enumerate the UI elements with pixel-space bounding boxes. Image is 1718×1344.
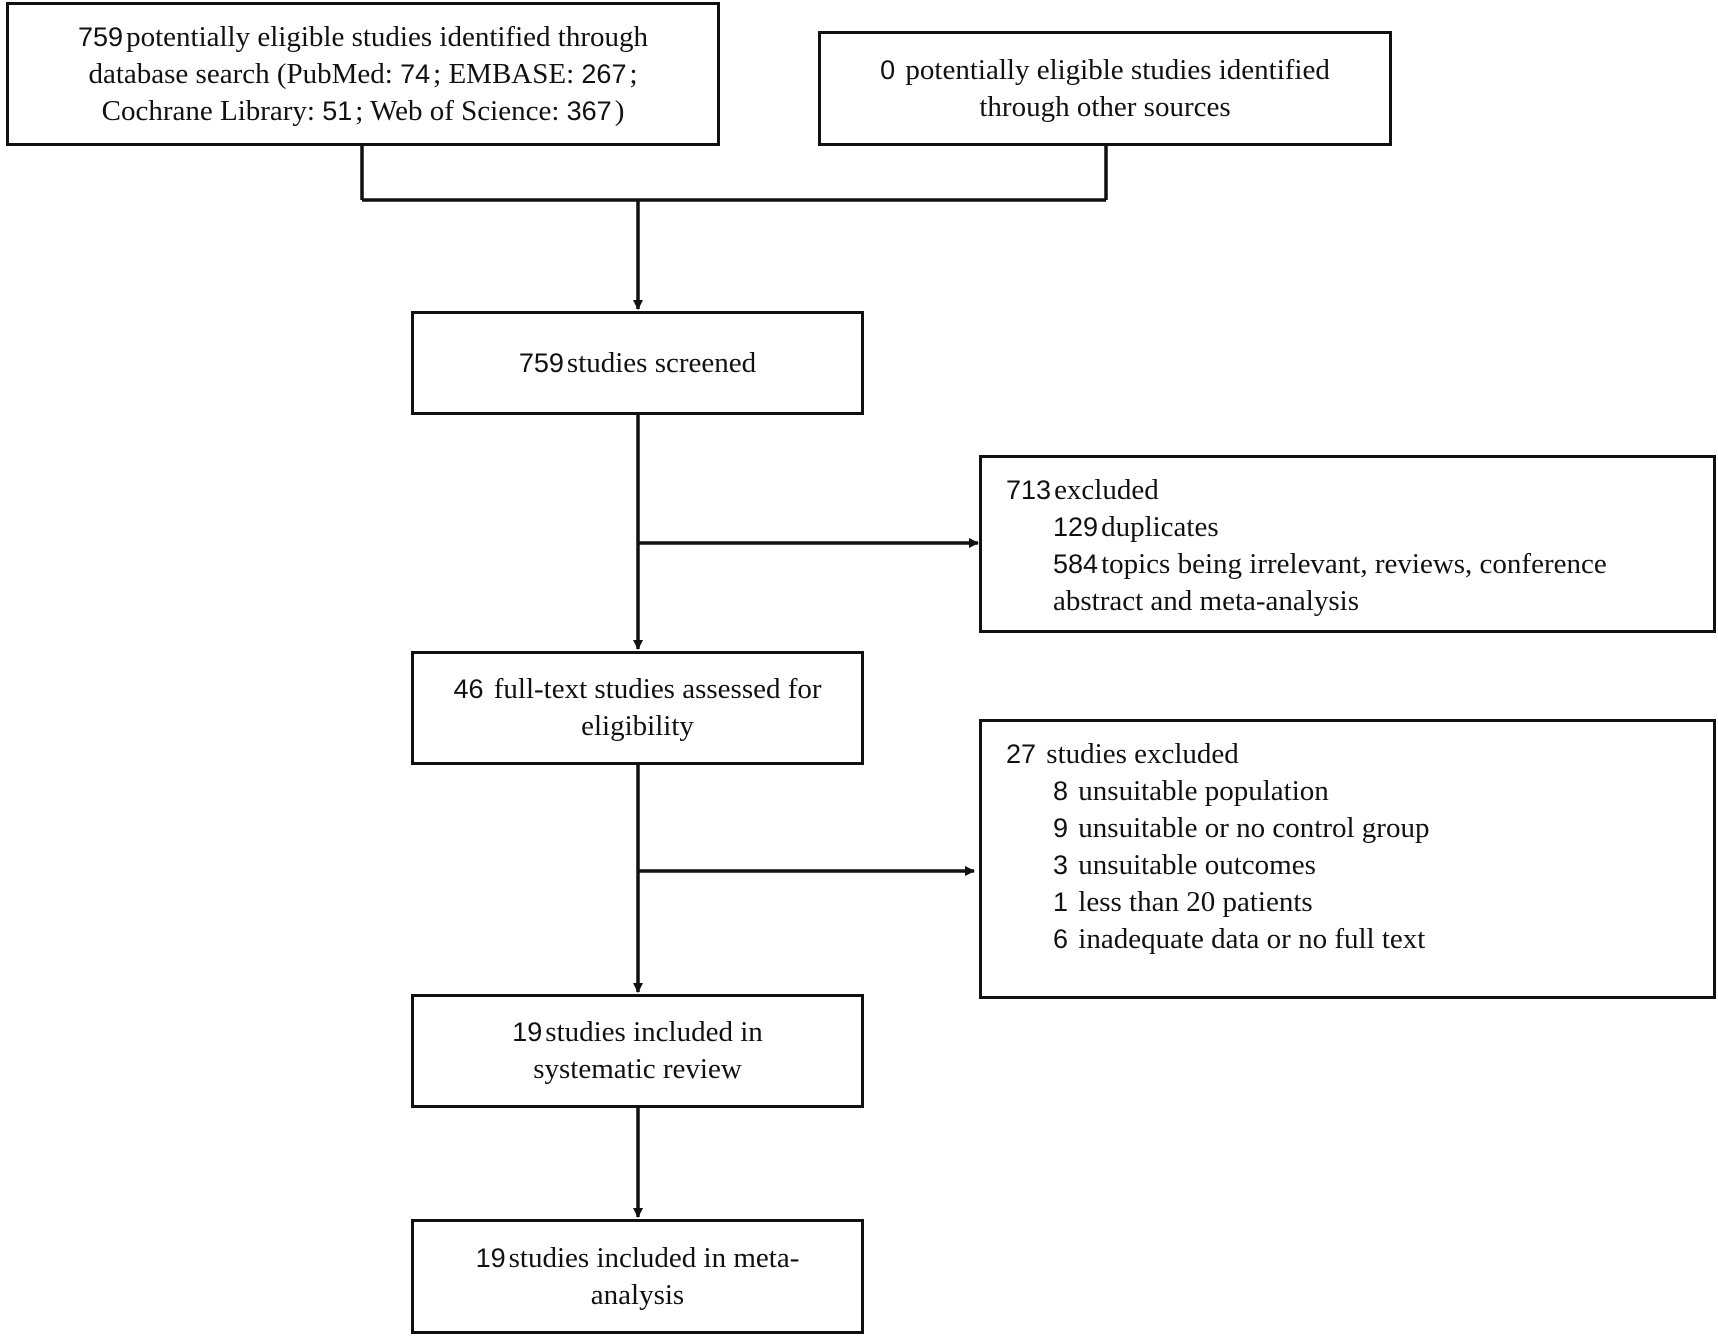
excluded-2-header: 27 studies excluded bbox=[1006, 736, 1689, 773]
database-line-3-mid: ; Web of Science: bbox=[355, 94, 567, 127]
identification-other-box: 0 potentially eligible studies identifie… bbox=[818, 31, 1392, 146]
excluded-2-item: 6 inadequate data or no full text bbox=[1006, 921, 1689, 958]
review-line-2: systematic review bbox=[533, 1053, 742, 1085]
database-line-3: Cochrane Library: 51; Web of Science: 36… bbox=[21, 93, 705, 130]
review-line-1-text: studies included in bbox=[545, 1016, 763, 1048]
cochrane-count: 51 bbox=[322, 95, 353, 126]
item-text: less than 20 patients bbox=[1078, 886, 1313, 918]
eligibility-line-2: eligibility bbox=[581, 710, 694, 742]
meta-line-1-text: studies included in meta- bbox=[508, 1241, 800, 1274]
database-line-2-end: ; bbox=[629, 57, 638, 90]
item-text: duplicates bbox=[1101, 511, 1219, 543]
database-line-2: database search (PubMed: 74; EMBASE: 267… bbox=[21, 56, 705, 93]
excluded-2-item: 3 unsuitable outcomes bbox=[1006, 847, 1689, 884]
excluded-box-2: 27 studies excluded 8 unsuitable populat… bbox=[979, 719, 1716, 999]
item-text: unsuitable or no control group bbox=[1078, 812, 1430, 844]
excluded-2-item: 1 less than 20 patients bbox=[1006, 884, 1689, 921]
item-text: unsuitable population bbox=[1078, 775, 1329, 807]
excluded-1-text: excluded bbox=[1054, 474, 1159, 506]
excluded-2-item: 8 unsuitable population bbox=[1006, 773, 1689, 810]
database-count: 759 bbox=[78, 21, 124, 52]
excluded-2-text: studies excluded bbox=[1046, 738, 1239, 770]
item-count: 8 bbox=[1053, 776, 1069, 806]
eligibility-box: 46 full-text studies assessed for eligib… bbox=[411, 651, 864, 765]
database-line-3-end: ) bbox=[614, 94, 625, 127]
screened-text: studies screened bbox=[566, 346, 757, 379]
meta-count: 19 bbox=[475, 1242, 506, 1273]
other-line-2: through other sources bbox=[979, 90, 1231, 123]
excluded-1-count: 713 bbox=[1006, 475, 1052, 505]
excluded-2-item: 9 unsuitable or no control group bbox=[1006, 810, 1689, 847]
excluded-1-item-continuation: abstract and meta-analysis bbox=[1053, 585, 1359, 617]
screened-count: 759 bbox=[518, 347, 564, 378]
wos-count: 367 bbox=[566, 95, 612, 126]
eligibility-line-1: 46 full-text studies assessed for bbox=[426, 671, 849, 708]
item-text: inadequate data or no full text bbox=[1078, 923, 1426, 955]
eligibility-line-1-text: full-text studies assessed for bbox=[493, 673, 822, 705]
item-count: 584 bbox=[1053, 549, 1099, 579]
database-line-2-mid: ; EMBASE: bbox=[433, 57, 582, 90]
item-count: 3 bbox=[1053, 850, 1069, 880]
pubmed-count: 74 bbox=[400, 58, 431, 89]
item-count: 6 bbox=[1053, 924, 1069, 954]
database-line-2-pre: database search (PubMed: bbox=[88, 57, 401, 90]
database-line-3-pre: Cochrane Library: bbox=[101, 94, 323, 127]
item-count: 1 bbox=[1053, 887, 1069, 917]
database-line-1-text: potentially eligible studies identified … bbox=[126, 20, 648, 53]
item-text: unsuitable outcomes bbox=[1078, 849, 1316, 881]
item-count: 129 bbox=[1053, 512, 1099, 542]
item-text: topics being irrelevant, reviews, confer… bbox=[1101, 548, 1607, 580]
other-line-1-text: potentially eligible studies identified bbox=[905, 53, 1330, 86]
other-count: 0 bbox=[880, 54, 896, 85]
review-count: 19 bbox=[512, 1017, 543, 1047]
meta-line-2: analysis bbox=[590, 1278, 685, 1311]
embase-count: 267 bbox=[581, 58, 627, 89]
item-count: 9 bbox=[1053, 813, 1069, 843]
eligibility-count: 46 bbox=[453, 674, 484, 704]
other-line-1: 0 potentially eligible studies identifie… bbox=[833, 52, 1377, 89]
excluded-2-count: 27 bbox=[1006, 739, 1037, 769]
